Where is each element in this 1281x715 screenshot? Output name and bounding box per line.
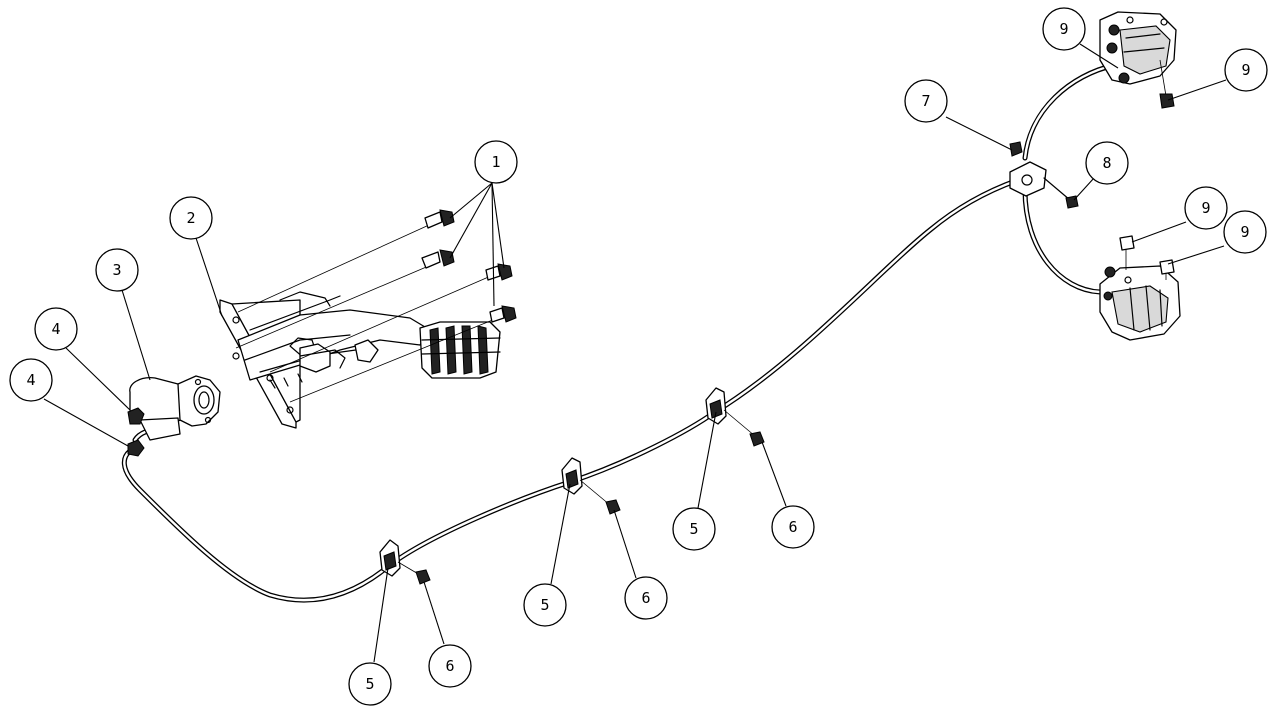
balloon-label: 9	[1059, 20, 1068, 38]
balloon-item-4-upper: 4	[34, 307, 78, 351]
balloon-item-9-lower-right: 9	[1223, 210, 1267, 254]
balloon-item-3: 3	[95, 248, 139, 292]
mounting-bolts	[235, 209, 517, 403]
balloon-label: 2	[186, 209, 195, 227]
clip-screws	[397, 409, 765, 585]
brake-pipe	[121, 62, 1118, 603]
balloon-label: 6	[641, 589, 650, 607]
balloon-item-9-top-left: 9	[1042, 7, 1086, 51]
balloon-item-6-middle: 6	[624, 576, 668, 620]
balloon-label: 3	[112, 261, 121, 279]
tee-fitting	[1009, 141, 1079, 209]
balloon-label: 6	[788, 518, 797, 536]
pedal-bracket-assembly	[219, 291, 501, 429]
balloon-item-1: 1	[474, 140, 518, 184]
balloon-label: 9	[1201, 199, 1210, 217]
balloon-item-2: 2	[169, 196, 213, 240]
balloon-label: 8	[1102, 154, 1111, 172]
balloon-item-6-right: 6	[771, 505, 815, 549]
fittings	[127, 407, 145, 457]
balloon-item-5-right: 5	[672, 507, 716, 551]
balloon-label: 7	[921, 92, 930, 110]
balloon-item-5-left: 5	[348, 662, 392, 706]
balloon-label: 1	[491, 153, 500, 171]
leader-lines	[43, 43, 1227, 663]
balloon-item-5-middle: 5	[523, 583, 567, 627]
balloon-item-4-lower: 4	[9, 358, 53, 402]
pipe-clips	[379, 387, 727, 577]
lower-caliper	[1099, 235, 1181, 341]
balloon-label: 5	[365, 675, 374, 693]
balloon-label: 4	[51, 320, 60, 338]
balloon-label: 9	[1241, 61, 1250, 79]
balloon-label: 6	[445, 657, 454, 675]
balloon-label: 9	[1240, 223, 1249, 241]
balloon-label: 5	[689, 520, 698, 538]
balloon-item-9-top-right: 9	[1224, 48, 1268, 92]
balloon-label: 4	[26, 371, 35, 389]
balloon-item-9-lower-left: 9	[1184, 186, 1228, 230]
balloon-item-7: 7	[904, 79, 948, 123]
balloon-label: 5	[540, 596, 549, 614]
upper-caliper	[1099, 11, 1177, 109]
balloon-item-8: 8	[1085, 141, 1129, 185]
balloon-item-6-left: 6	[428, 644, 472, 688]
